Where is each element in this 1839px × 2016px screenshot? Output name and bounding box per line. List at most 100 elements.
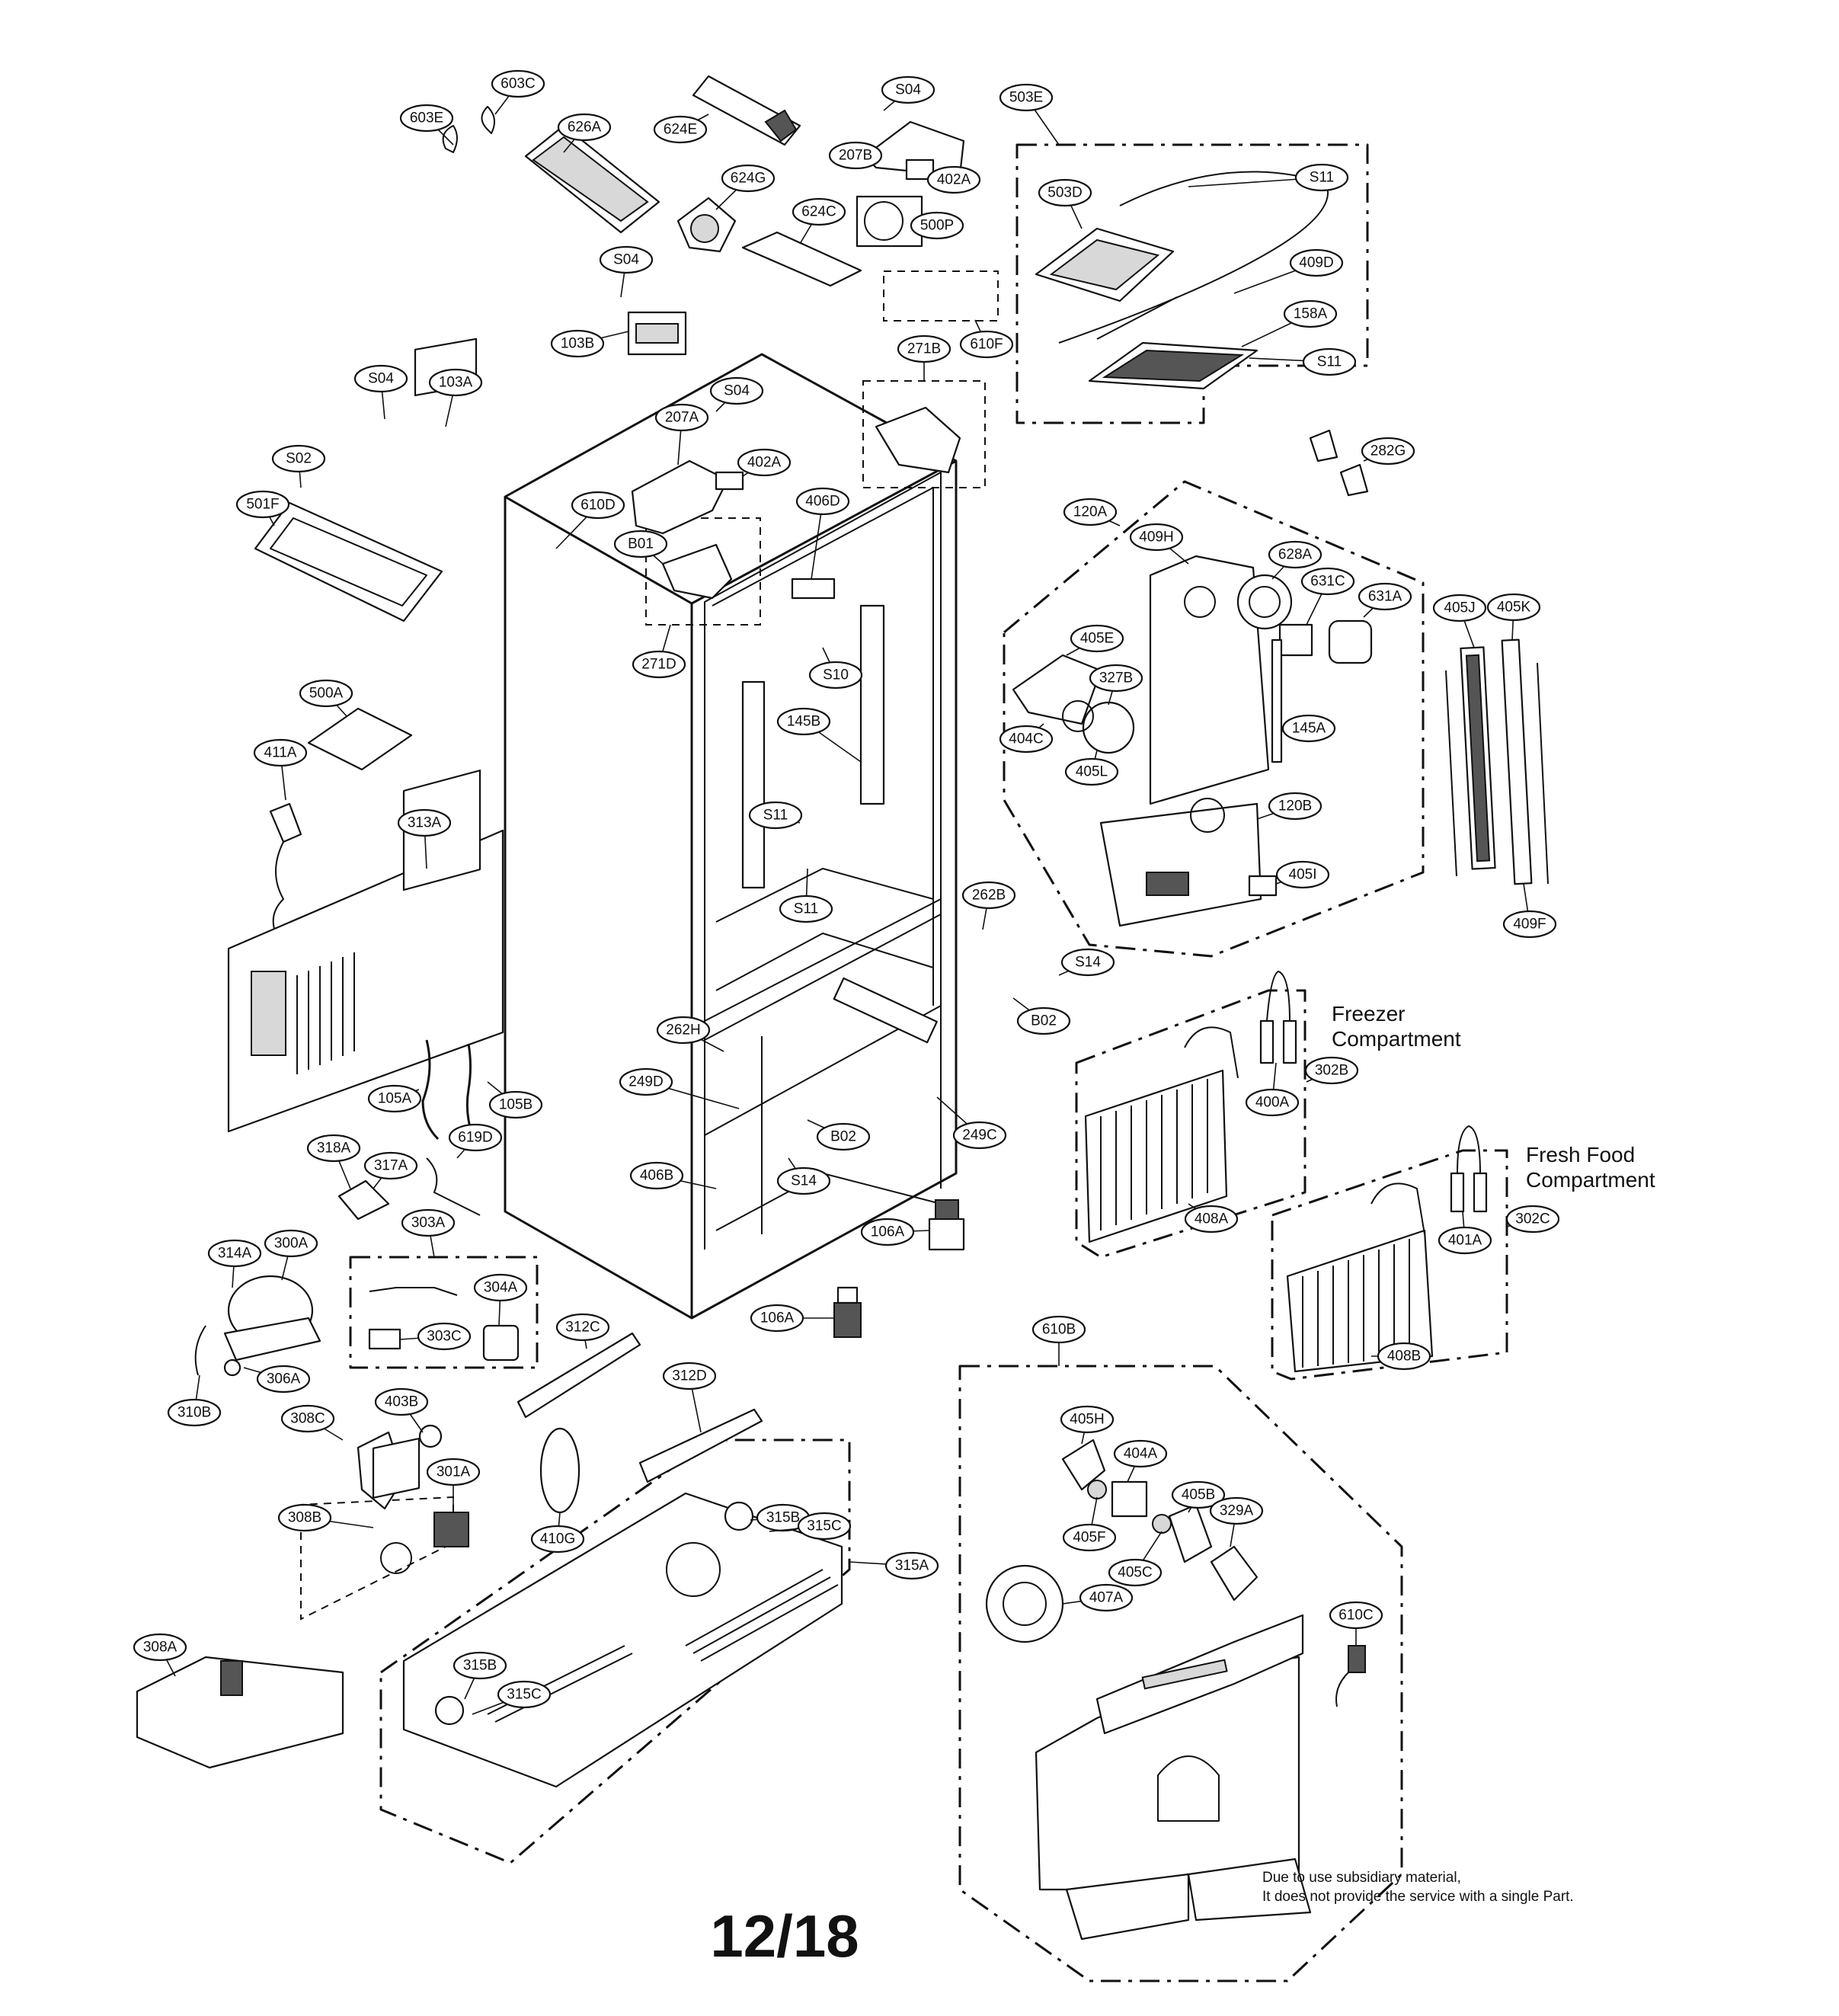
part-label-626a: 626A: [557, 113, 612, 153]
heater-400A-coil: [1259, 1019, 1275, 1064]
label-oval: [530, 1525, 585, 1554]
label-text: 631C: [1310, 574, 1345, 590]
label-text: 406D: [805, 494, 840, 510]
label-text: 402A: [747, 455, 782, 471]
part-label-405j: 405J: [1432, 594, 1487, 648]
cover-120B-shape: [1099, 802, 1262, 927]
label-oval: [881, 75, 935, 104]
label-oval: [1129, 523, 1184, 552]
label-oval: [397, 808, 452, 837]
label-oval: [473, 1273, 528, 1302]
label-text: 145A: [1292, 721, 1326, 737]
part-label-s11: S11: [779, 868, 833, 923]
label-oval: [133, 1633, 187, 1662]
part-label-s11: S11: [1188, 163, 1349, 192]
fan-assembly-610B-box: [958, 1365, 1403, 1982]
label-text: 317A: [374, 1158, 408, 1174]
label-text: 405L: [1076, 764, 1108, 780]
bracket-406D-shape: [791, 578, 836, 600]
part-label-404a: 404A: [1113, 1439, 1168, 1483]
heater-401A-coil: [1450, 1172, 1465, 1213]
label-text: 407A: [1089, 1590, 1124, 1606]
part-label-628a: 628A: [1268, 540, 1322, 580]
label-oval: [1171, 1480, 1226, 1509]
light-assembly-parts: [1035, 171, 1329, 390]
label-oval: [737, 448, 792, 477]
part-label-308a: 308A: [133, 1633, 187, 1677]
label-oval: [1502, 910, 1557, 939]
label-text: 327B: [1099, 670, 1133, 686]
part-label-405f: 405F: [1062, 1496, 1117, 1552]
part-label-304a: 304A: [473, 1273, 528, 1326]
label-oval: [884, 1551, 939, 1580]
refrigerator-cabinet: [504, 353, 958, 1320]
machine-cover-parts: [402, 1492, 843, 1788]
part-label-302c: 302C: [1505, 1205, 1560, 1234]
label-oval: [1302, 347, 1357, 376]
label-text: 408A: [1195, 1211, 1229, 1227]
label-oval: [808, 661, 863, 690]
part-label-b01: B01: [613, 530, 668, 565]
label-text: 315C: [507, 1687, 541, 1703]
part-label-407a: 407A: [1062, 1583, 1134, 1612]
part-label-411a: 411A: [253, 738, 308, 801]
label-oval: [1184, 1205, 1239, 1234]
label-text: S04: [895, 82, 921, 98]
label-oval: [632, 650, 686, 679]
label-text: 207A: [665, 410, 699, 426]
label-oval: [453, 1651, 507, 1680]
label-oval: [306, 1134, 361, 1163]
label-text: 103B: [561, 336, 594, 352]
part-label-315a: 315A: [849, 1551, 939, 1580]
label-text: B02: [1031, 1013, 1057, 1029]
label-text: S04: [613, 252, 639, 268]
label-oval: [1064, 757, 1119, 786]
label-oval: [1329, 1601, 1383, 1630]
label-text: 120B: [1278, 798, 1312, 814]
label-oval: [860, 1218, 915, 1246]
decor-312D-shape: [638, 1408, 763, 1483]
cap-282G-shape: [1309, 429, 1338, 462]
label-oval: [167, 1398, 222, 1427]
label-text: 626A: [568, 120, 602, 136]
label-text: S11: [794, 901, 818, 917]
label-text: 105B: [499, 1097, 533, 1113]
machine-room-parts: [136, 770, 965, 1769]
label-text: 106A: [760, 1310, 795, 1326]
page-number: 12/18: [710, 1902, 859, 1970]
hinge-271B-shape: [875, 406, 961, 474]
part-label-207a: 207A: [654, 403, 709, 466]
hinge-271D-shape: [661, 543, 733, 600]
label-text: 503D: [1047, 185, 1082, 201]
label-text: 403B: [385, 1394, 418, 1410]
label-text: B01: [628, 536, 654, 552]
label-text: 500A: [309, 686, 344, 702]
valve-317A-shape: [337, 1179, 390, 1221]
label-oval: [557, 113, 612, 142]
part-label-408a: 408A: [1184, 1203, 1239, 1234]
label-oval: [999, 83, 1054, 112]
label-text: 404A: [1124, 1446, 1158, 1462]
label-oval: [1377, 1342, 1431, 1371]
label-oval: [428, 368, 483, 397]
label-oval: [1031, 1315, 1086, 1344]
part-label-409h: 409H: [1129, 523, 1189, 565]
part-label-300a: 300A: [264, 1229, 318, 1281]
label-oval: [779, 894, 833, 923]
pan-308A-shape: [136, 1656, 344, 1769]
label-oval: [417, 1322, 472, 1351]
label-oval: [1438, 1226, 1492, 1255]
part-label-409d: 409D: [1233, 248, 1344, 294]
cover-501F-shape: [254, 501, 443, 622]
part-label-s04: S04: [881, 75, 935, 111]
label-oval: [1361, 437, 1415, 466]
part-label-315c: 315C: [769, 1512, 852, 1541]
label-text: 303C: [427, 1329, 461, 1345]
label-text: 410G: [540, 1531, 575, 1547]
label-oval: [1304, 1056, 1359, 1085]
label-text: 262B: [972, 888, 1006, 904]
label-oval: [1245, 1088, 1300, 1117]
label-oval: [264, 1229, 318, 1258]
label-oval: [828, 141, 883, 170]
